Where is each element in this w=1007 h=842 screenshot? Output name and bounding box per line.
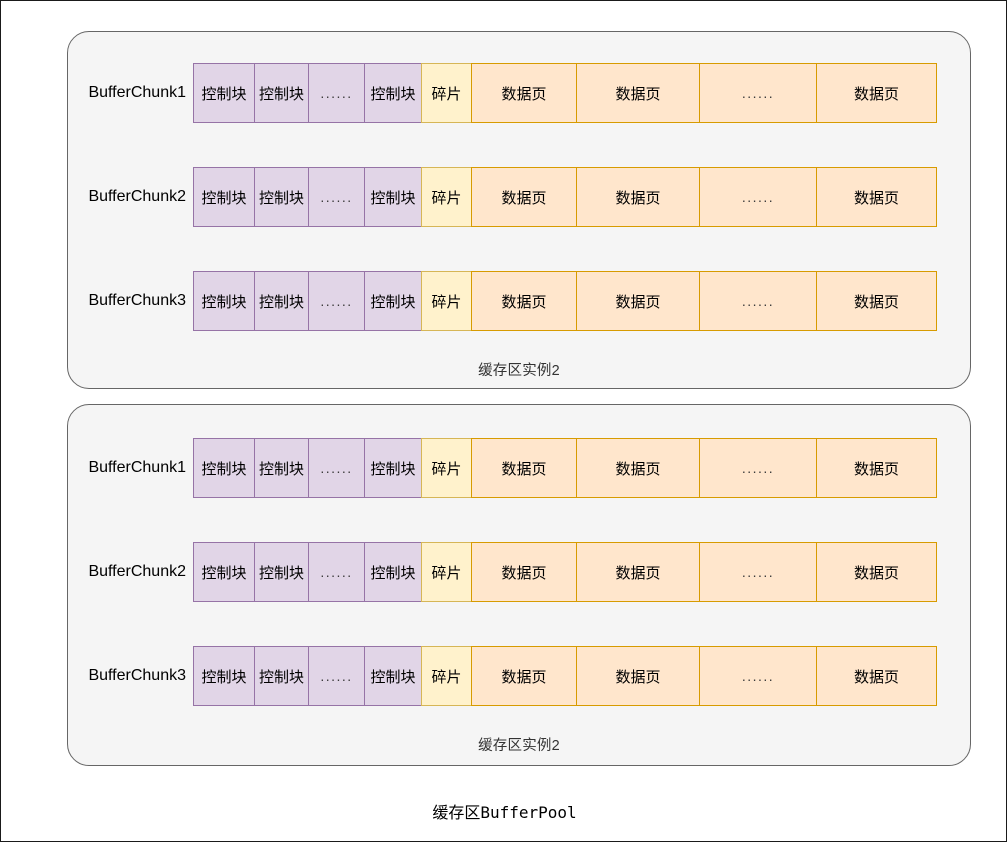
cell-data-page: 数据页 xyxy=(816,63,937,123)
cell-data-page: 数据页 xyxy=(576,271,699,331)
cell-fragment: 碎片 xyxy=(421,271,471,331)
cell-data-page: 数据页 xyxy=(576,63,699,123)
cell-control-block: 控制块 xyxy=(193,271,254,331)
cell-control-block: 控制块 xyxy=(254,542,308,602)
cell-control-block: 控制块 xyxy=(254,271,308,331)
cell-data-page-ellipsis: ...... xyxy=(699,542,816,602)
buffer-chunk-label: BufferChunk1 xyxy=(88,84,186,101)
cell-fragment: 碎片 xyxy=(421,646,471,706)
cell-data-page: 数据页 xyxy=(576,167,699,227)
buffer-chunk-label: BufferChunk2 xyxy=(88,563,186,580)
cell-data-page: 数据页 xyxy=(471,63,576,123)
buffer-chunk-label: BufferChunk3 xyxy=(88,667,186,684)
page-title: 缓存区BufferPool xyxy=(432,803,577,822)
cell-data-page: 数据页 xyxy=(816,438,937,498)
cell-data-page: 数据页 xyxy=(816,167,937,227)
cell-control-block: 控制块 xyxy=(254,63,308,123)
cell-data-page-ellipsis: ...... xyxy=(699,646,816,706)
buffer-chunk-label: BufferChunk1 xyxy=(88,459,186,476)
cell-control-block: 控制块 xyxy=(193,63,254,123)
cell-control-block: 控制块 xyxy=(364,542,421,602)
group-caption-2: 缓存区实例2 xyxy=(478,738,560,754)
cell-data-page: 数据页 xyxy=(471,542,576,602)
buffer-chunk-label: BufferChunk2 xyxy=(88,188,186,205)
cell-control-block-ellipsis: ...... xyxy=(308,271,364,331)
cell-fragment: 碎片 xyxy=(421,438,471,498)
cell-data-page: 数据页 xyxy=(816,542,937,602)
cell-control-block: 控制块 xyxy=(364,438,421,498)
cell-data-page: 数据页 xyxy=(576,438,699,498)
cell-control-block-ellipsis: ...... xyxy=(308,438,364,498)
cell-data-page: 数据页 xyxy=(471,438,576,498)
cell-data-page: 数据页 xyxy=(471,646,576,706)
cell-control-block-ellipsis: ...... xyxy=(308,63,364,123)
cell-control-block: 控制块 xyxy=(364,646,421,706)
cell-data-page: 数据页 xyxy=(471,167,576,227)
cell-control-block: 控制块 xyxy=(254,646,308,706)
cell-control-block: 控制块 xyxy=(193,542,254,602)
cell-control-block: 控制块 xyxy=(193,646,254,706)
cell-fragment: 碎片 xyxy=(421,63,471,123)
cell-control-block-ellipsis: ...... xyxy=(308,542,364,602)
cell-control-block: 控制块 xyxy=(193,167,254,227)
cell-control-block: 控制块 xyxy=(364,63,421,123)
cell-control-block-ellipsis: ...... xyxy=(308,167,364,227)
cell-data-page-ellipsis: ...... xyxy=(699,438,816,498)
cell-control-block: 控制块 xyxy=(254,167,308,227)
cell-control-block: 控制块 xyxy=(364,167,421,227)
cell-fragment: 碎片 xyxy=(421,167,471,227)
cell-data-page: 数据页 xyxy=(471,271,576,331)
group-caption-1: 缓存区实例2 xyxy=(478,363,560,379)
cell-data-page: 数据页 xyxy=(576,646,699,706)
cell-data-page-ellipsis: ...... xyxy=(699,63,816,123)
cell-data-page: 数据页 xyxy=(576,542,699,602)
buffer-chunk-label: BufferChunk3 xyxy=(88,292,186,309)
cell-control-block: 控制块 xyxy=(254,438,308,498)
cell-control-block: 控制块 xyxy=(193,438,254,498)
cell-data-page: 数据页 xyxy=(816,271,937,331)
cell-fragment: 碎片 xyxy=(421,542,471,602)
cell-control-block-ellipsis: ...... xyxy=(308,646,364,706)
cell-data-page-ellipsis: ...... xyxy=(699,271,816,331)
cell-data-page: 数据页 xyxy=(816,646,937,706)
cell-data-page-ellipsis: ...... xyxy=(699,167,816,227)
cell-control-block: 控制块 xyxy=(364,271,421,331)
